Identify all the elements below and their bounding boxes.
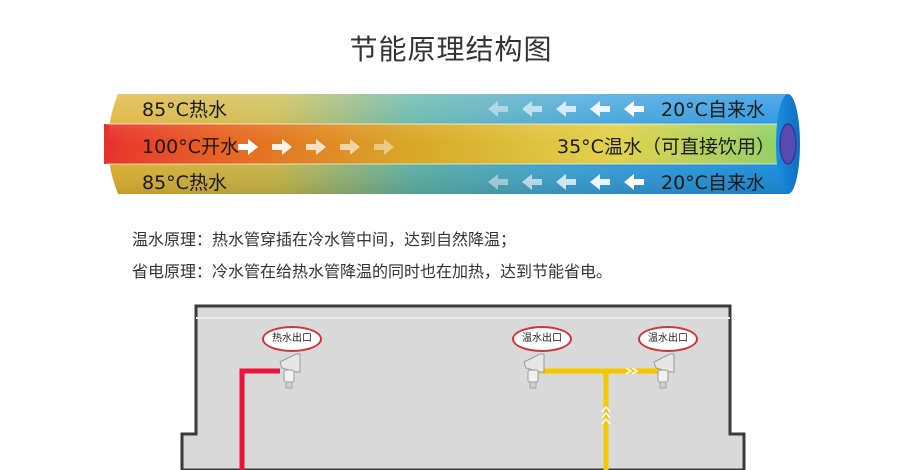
cold-flow-arrows-top [488, 101, 644, 117]
arrow-up-icon [601, 411, 611, 419]
tube-shading [108, 94, 788, 194]
label-hot-bottom: 85°C热水 [142, 172, 227, 194]
tube-end-core [779, 123, 797, 165]
faucet-icon [653, 353, 675, 373]
warm-water-outlet-label: 温水出口 [512, 326, 572, 352]
arrow-left-icon [556, 174, 576, 190]
warm-water-principle: 温水原理：热水管穿插在冷水管中间，达到自然降温； [132, 230, 517, 249]
hot-flow-arrows [238, 139, 394, 155]
arrow-left-icon [522, 174, 542, 190]
faucet-warm-1 [523, 353, 545, 389]
arrow-right-icon [631, 367, 639, 375]
faucet-icon [279, 353, 301, 373]
arrow-left-icon [556, 101, 576, 117]
arrow-up-icon [601, 405, 611, 413]
energy-saving-principle: 省电原理：冷水管在给热水管降温的同时也在加热，达到节能省电。 [132, 262, 613, 281]
arrow-right-icon [340, 139, 360, 155]
arrow-right-icon [272, 139, 292, 155]
arrow-right-icon [306, 139, 326, 155]
hot-water-pipe [239, 368, 280, 470]
faucet-icon [523, 353, 545, 373]
faucet-warm-2 [653, 353, 675, 389]
arrow-right-icon [238, 139, 258, 155]
warm-water-outlet-label: 温水出口 [638, 326, 698, 352]
arrow-left-icon [522, 101, 542, 117]
label-cold-top: 20°C自来水 [661, 99, 765, 121]
arrow-left-icon [624, 174, 644, 190]
warm-flow-arrows [601, 367, 639, 425]
arrow-up-icon [601, 417, 611, 425]
arrow-left-icon [488, 174, 508, 190]
arrow-left-icon [488, 101, 508, 117]
label-warm-drinkable: 35°C温水（可直接饮用） [557, 136, 775, 158]
arrow-right-icon [374, 139, 394, 155]
arrow-left-icon [590, 174, 610, 190]
faucet-hot [279, 353, 301, 389]
label-boiling: 100°C开水 [142, 136, 240, 158]
arrow-left-icon [590, 101, 610, 117]
cold-flow-arrows-bottom [488, 174, 644, 190]
hot-water-outlet-label: 热水出口 [262, 326, 322, 352]
page-title: 节能原理结构图 [349, 33, 553, 66]
arrow-right-icon [625, 367, 633, 375]
label-cold-bottom: 20°C自来水 [661, 172, 765, 194]
label-hot-top: 85°C热水 [142, 99, 227, 121]
arrow-left-icon [624, 101, 644, 117]
